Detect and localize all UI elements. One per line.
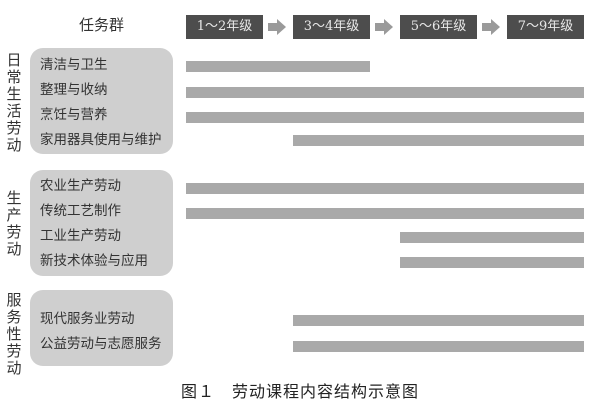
task-label: 新技术体验与应用 xyxy=(40,253,148,269)
task-label: 公益劳动与志愿服务 xyxy=(40,336,162,352)
arrow-right-icon xyxy=(268,19,286,35)
group-box-daily-life xyxy=(30,48,173,154)
task-label: 整理与收纳 xyxy=(40,82,108,98)
timeline-bar xyxy=(293,135,584,146)
task-column-header: 任务群 xyxy=(78,16,124,34)
timeline-bar xyxy=(186,61,370,72)
task-label: 工业生产劳动 xyxy=(40,228,121,244)
timeline-bar xyxy=(400,232,584,243)
figure-caption: 图１ 劳动课程内容结构示意图 xyxy=(180,382,419,401)
timeline-bar xyxy=(186,183,584,194)
timeline-bar xyxy=(400,257,584,268)
task-label: 农业生产劳动 xyxy=(40,178,121,194)
timeline-bar xyxy=(293,341,584,352)
group-label-daily-life: 日常生活劳动 xyxy=(6,51,22,154)
timeline-bar xyxy=(293,315,584,326)
task-label: 现代服务业劳动 xyxy=(40,311,135,327)
grade-header-3-4: 3～4年级 xyxy=(293,15,370,39)
task-label: 烹饪与营养 xyxy=(40,107,108,123)
group-label-production: 生产劳动 xyxy=(6,189,22,258)
timeline-bar xyxy=(186,87,584,98)
grade-header-7-9: 7～9年级 xyxy=(507,15,584,39)
task-label: 清洁与卫生 xyxy=(40,57,108,73)
grade-header-1-2: 1～2年级 xyxy=(186,15,263,39)
grade-header-5-6: 5～6年级 xyxy=(400,15,477,39)
group-box-production xyxy=(30,170,173,276)
group-label-service: 服务性劳动 xyxy=(6,291,22,377)
timeline-bar xyxy=(186,208,584,219)
timeline-bar xyxy=(186,112,584,123)
task-label: 家用器具使用与维护 xyxy=(40,132,162,148)
arrow-right-icon xyxy=(482,19,500,35)
task-label: 传统工艺制作 xyxy=(40,203,121,219)
arrow-right-icon xyxy=(375,19,393,35)
group-box-service xyxy=(30,290,173,366)
